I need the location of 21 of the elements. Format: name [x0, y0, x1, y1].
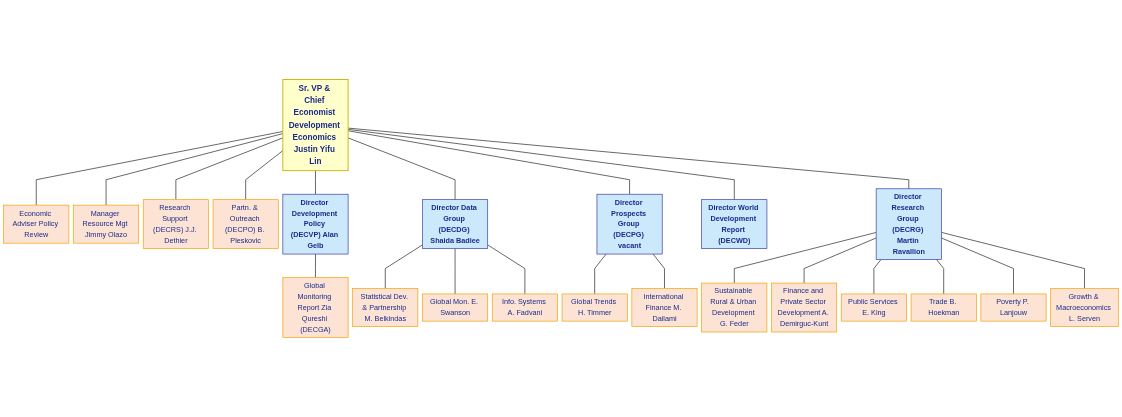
connector: [315, 170, 316, 195]
node-box: Sr. VP & Chief Economist Development Economics Justin Yifu Lin: [282, 79, 349, 172]
connector: [652, 253, 665, 289]
connector: [347, 127, 910, 190]
connector: [936, 259, 945, 295]
connector: [347, 137, 456, 200]
connector: [245, 150, 284, 200]
connector: [175, 137, 284, 200]
connector: [315, 253, 316, 278]
connector: [384, 244, 423, 289]
connector: [803, 237, 877, 284]
connector: [941, 232, 1085, 289]
connector: [594, 253, 607, 295]
connector: [487, 244, 526, 295]
connector: [347, 129, 735, 200]
connector: [873, 259, 882, 295]
connector: [733, 232, 877, 284]
connector: [941, 237, 1014, 295]
connector: [347, 130, 630, 195]
connector: [35, 131, 284, 206]
connector: [105, 133, 284, 206]
